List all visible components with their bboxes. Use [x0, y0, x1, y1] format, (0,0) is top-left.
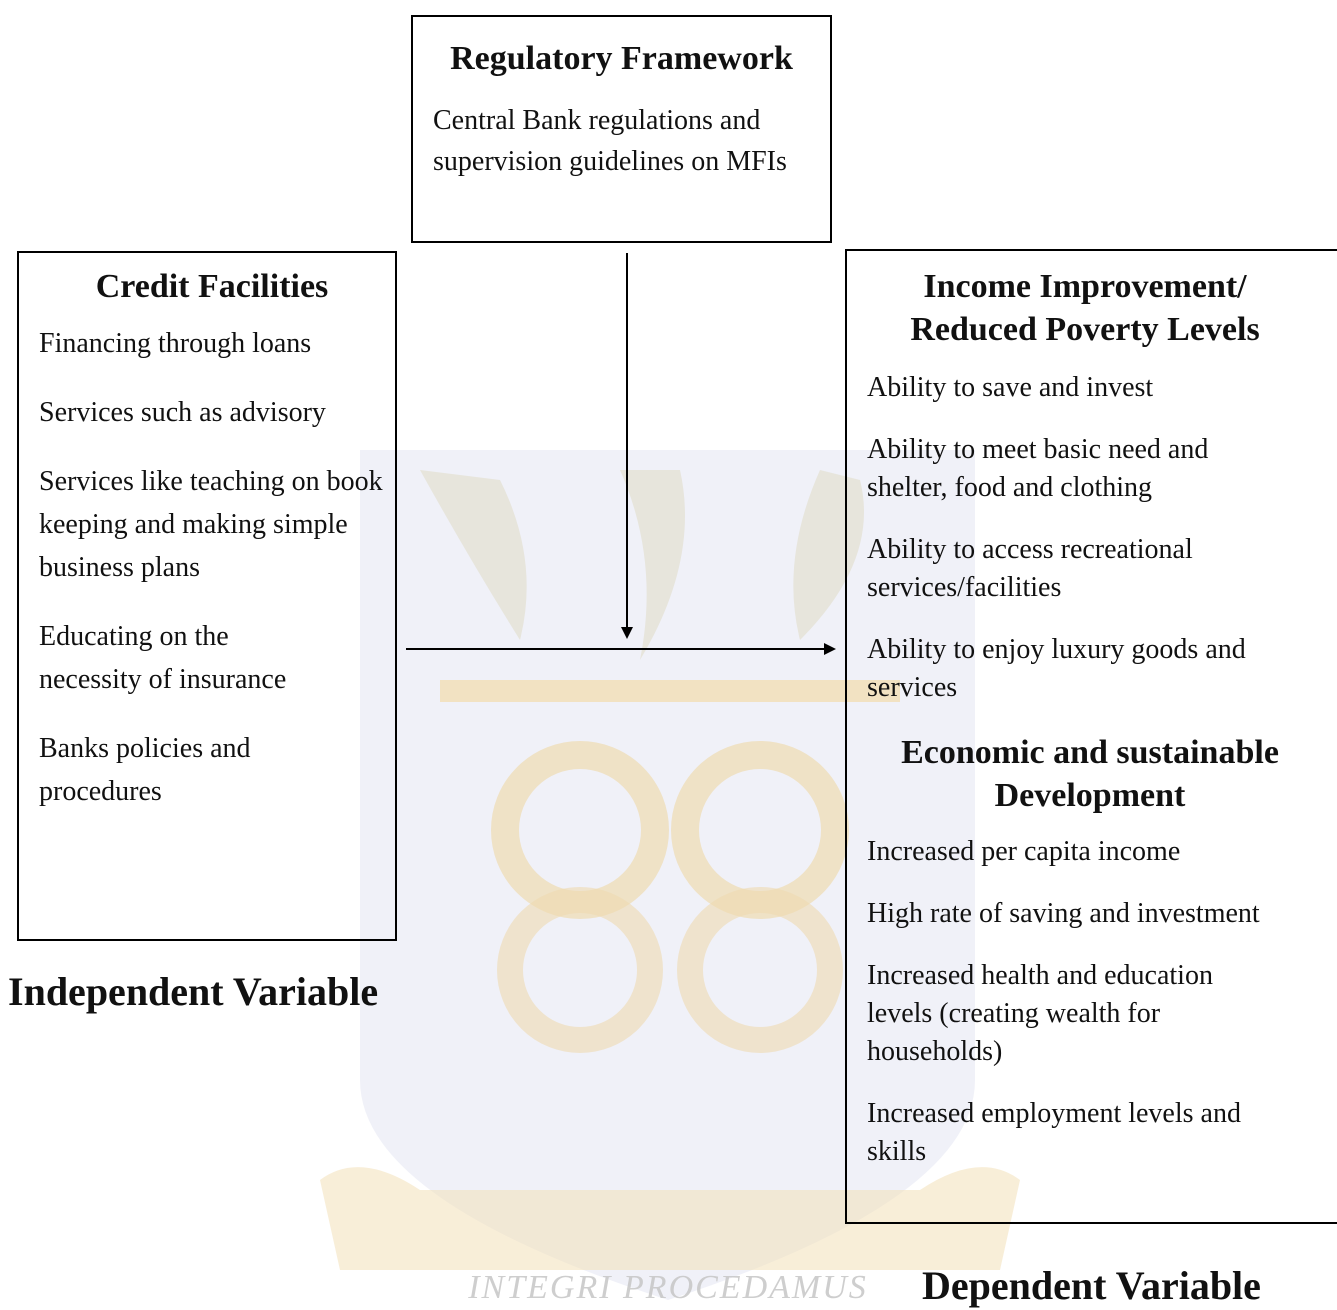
outcome-item: Increased per capita income [867, 836, 1181, 867]
credit-item: Educating on the necessity of insurance [39, 621, 287, 695]
regulatory-framework-title: Regulatory Framework [450, 40, 793, 77]
swirl-bottom-left [497, 887, 663, 1053]
leaf-center [620, 470, 685, 660]
outcome-item: Ability to access recreational services/… [867, 534, 1193, 603]
outcome-item: Increased health and education levels (c… [867, 960, 1213, 1067]
income-improvement-title: Income Improvement/ Reduced Poverty Leve… [910, 268, 1260, 348]
dependent-variable-label: Dependent Variable [922, 1263, 1261, 1308]
independent-variable-label: Independent Variable [8, 969, 379, 1014]
motto-text: INTEGRI PROCEDAMUS [467, 1269, 868, 1306]
credit-facilities-box: Credit Facilities Financing through loan… [17, 251, 397, 941]
credit-item: Financing through loans [39, 328, 312, 359]
outcome-item: Increased employment levels and skills [867, 1098, 1241, 1167]
outcome-box: Income Improvement/ Reduced Poverty Leve… [845, 249, 1337, 1224]
outcome-item: Ability to enjoy luxury goods and servic… [867, 634, 1246, 703]
credit-item: Services like teaching on book keeping a… [39, 466, 383, 583]
credit-facilities-title: Credit Facilities [95, 268, 329, 305]
regulatory-framework-box: Regulatory Framework Central Bank regula… [411, 15, 832, 243]
credit-item: Banks policies and procedures [39, 733, 251, 807]
swirl-bottom-right [677, 887, 843, 1053]
shield-shape [360, 450, 975, 1300]
leaf-left [420, 470, 527, 640]
outcome-item: Ability to meet basic need and shelter, … [867, 434, 1209, 503]
regulatory-framework-text: Central Bank regulations and supervision… [433, 105, 787, 177]
outcome-item: Ability to save and invest [867, 372, 1154, 403]
gold-bar [440, 680, 900, 702]
outcome-item: High rate of saving and investment [867, 898, 1260, 929]
economic-development-title: Economic and sustainable Development [901, 734, 1279, 814]
credit-item: Services such as advisory [39, 397, 326, 428]
